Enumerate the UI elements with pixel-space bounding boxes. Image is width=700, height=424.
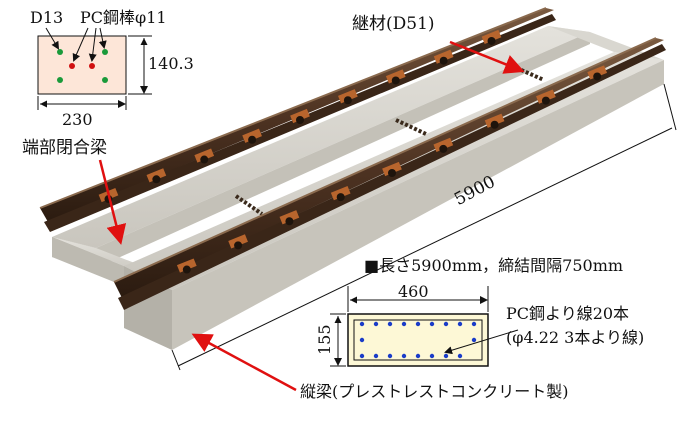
rail-fastener — [330, 186, 351, 202]
d13-label: D13 — [30, 8, 64, 27]
pc-strand-dot — [415, 353, 421, 359]
length-dimension — [171, 83, 677, 371]
rail-fastener — [338, 89, 358, 105]
longitudinal-beam-section — [330, 286, 519, 367]
strand-label-line1: PC鋼より線20本 — [506, 304, 630, 323]
pc-strand-dot — [443, 321, 449, 327]
tie-label: 継材(D51) — [352, 14, 435, 34]
pc-strand-dot — [359, 353, 365, 359]
rail-fastener — [382, 161, 402, 177]
pc-bar-label: PC鋼棒φ11 — [80, 8, 167, 27]
strand-label-line2: (φ4.22 3本より線) — [506, 328, 645, 347]
rail-fastener — [290, 108, 310, 124]
pc-strand-dot — [471, 321, 477, 327]
pc-strand-dot — [429, 353, 435, 359]
section-height-label: 155 — [315, 324, 334, 355]
pc-strand-dot — [471, 337, 477, 343]
rail-fastener — [228, 234, 248, 250]
rail-fastener — [484, 113, 505, 129]
pc-strand-dot — [373, 353, 379, 359]
pc-strand-dot — [359, 321, 365, 327]
rail-fastener — [146, 168, 167, 184]
d13-bar-dot — [57, 77, 63, 83]
rail-fastener — [194, 148, 215, 164]
longitudinal-beam-label: 縦梁(プレストレストコンクリート製) — [300, 382, 569, 401]
pc-bar-dot — [69, 63, 75, 69]
end-beam-section-inset — [37, 27, 152, 110]
pc-strand-dot — [457, 321, 463, 327]
rail-fastener — [242, 128, 262, 144]
section-width-label: 460 — [398, 282, 429, 301]
pc-strand-dot — [415, 321, 421, 327]
d13-bar-dot — [102, 77, 108, 83]
pc-strand-dot — [387, 353, 393, 359]
end-beam-label: 端部閉合梁 — [22, 138, 107, 158]
pc-strand-dot — [359, 337, 365, 343]
rail-fastener — [176, 258, 197, 274]
inset-height-label: 140.3 — [148, 54, 194, 73]
d13-bar-dot — [102, 49, 108, 55]
rail-fastener — [385, 69, 406, 85]
pc-strand-dot — [387, 321, 393, 327]
pc-strand-dot — [443, 353, 449, 359]
pc-strand-dot — [401, 321, 407, 327]
d13-bar-dot — [57, 49, 63, 55]
pc-strand-dot — [401, 353, 407, 359]
rail-fastener — [536, 89, 556, 105]
inset-width-label: 230 — [62, 110, 93, 129]
rail-fastener — [587, 65, 608, 81]
rail-fastener — [433, 137, 454, 153]
pc-strand-dot — [457, 353, 463, 359]
spec-label: ■長さ5900mm，締結間隔750mm — [364, 256, 624, 275]
rail-fasteners — [98, 29, 608, 274]
leader-arrows — [98, 40, 525, 392]
rail-fastener — [279, 210, 300, 226]
pc-strands — [359, 321, 477, 359]
rail-fastener — [481, 29, 502, 45]
pc-strand-dot — [429, 321, 435, 327]
rail-fastener — [433, 49, 454, 65]
pc-strand-dot — [373, 321, 379, 327]
pc-bar-dot — [89, 63, 95, 69]
